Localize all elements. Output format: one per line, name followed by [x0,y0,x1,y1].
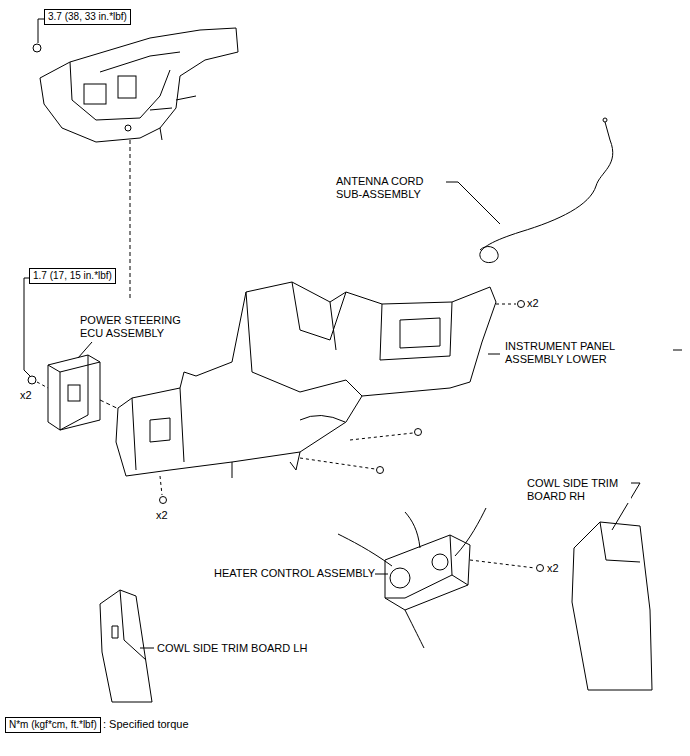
cowl-side-trim-rh [572,522,652,690]
part-name: COWL SIDE TRIM BOARD RH [527,477,631,503]
part-name: POWER STEERING ECU ASSEMBLY [80,314,200,340]
dashed-guide [160,476,162,495]
leader-line [140,648,154,649]
leader-line [78,342,92,358]
node-text: 1.7 (17, 15 in.*lbf) [33,270,112,282]
cowl-side-trim-lh [100,590,152,702]
node-text: 3.7 (38, 33 in.*lbf) [48,11,127,23]
instrument-panel-reinforcement [40,28,238,142]
leader-line [488,354,500,355]
part-name: COWL SIDE TRIM BOARD LH [157,642,307,655]
part-name: ANTENNA CORD SUB-ASSEMBLY [336,175,446,201]
leader-line [374,574,388,575]
torque-spec-box: 1.7 (17, 15 in.*lbf) [29,268,116,284]
screw [537,565,544,572]
torque-spec-box: 3.7 (38, 33 in.*lbf) [44,9,131,25]
dashed-guide [470,560,535,568]
screw [415,429,422,436]
instrument-panel-lower [116,282,496,478]
screw [377,467,384,474]
leader-line [24,278,30,376]
dashed-guide [130,140,131,300]
power-steering-ecu [48,355,100,430]
quantity-callout: x2 [20,389,32,402]
quantity-callout: x2 [527,297,539,310]
quantity-callout: x2 [547,562,559,575]
leader-line [673,350,682,351]
part-name: HEATER CONTROL ASSEMBLY [214,567,375,580]
antenna-cord [480,118,613,263]
node-text: N*m (kgf*cm, ft.*lbf) [9,719,97,731]
torque-legend-box: N*m (kgf*cm, ft.*lbf) [5,717,101,733]
dashed-guide [300,458,375,469]
bolt [33,44,41,52]
legend-text: : Specified torque [103,718,189,731]
part-name: INSTRUMENT PANEL ASSEMBLY LOWER [505,340,633,366]
screw [518,301,525,308]
dashed-guide [37,382,48,388]
bolt [28,376,36,384]
dashed-guide [496,304,516,305]
quantity-callout: x2 [156,509,168,522]
leader-line [440,182,500,224]
dashed-guide [350,433,413,440]
screw [160,497,167,504]
